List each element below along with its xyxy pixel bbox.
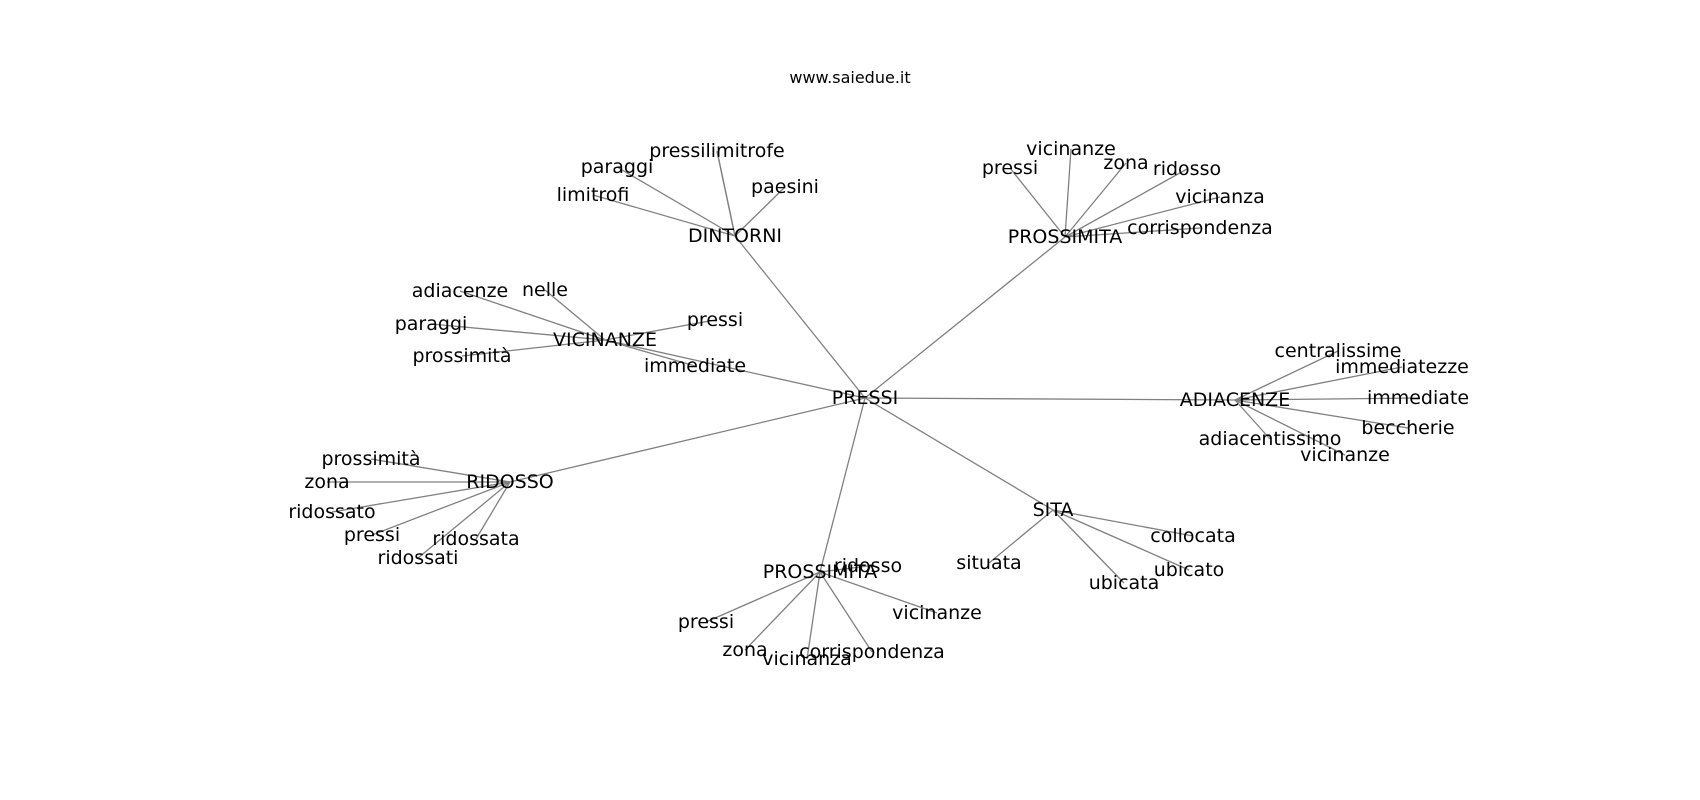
node-label-pt-vicinanze: vicinanze (1026, 138, 1116, 160)
node-label-a-immediatezze: immediatezze (1335, 356, 1469, 378)
graph-edge (864, 397, 1054, 511)
graph-edge (864, 397, 1236, 401)
graph-edge (604, 339, 696, 367)
graph-edge (331, 481, 511, 513)
node-label-s-ubicato: ubicato (1154, 559, 1225, 581)
node-label-r-prossimita: prossimità (321, 448, 420, 470)
node-label-pb-zona: zona (722, 639, 767, 661)
node-label-pb-vicinanze: vicinanze (892, 602, 982, 624)
graph-edges (327, 148, 1419, 660)
node-label-d-paraggi: paraggi (581, 156, 654, 178)
node-label-pt-vicinanza: vicinanza (1175, 186, 1265, 208)
graph-edge (430, 323, 606, 341)
graph-edge (864, 236, 1066, 399)
node-label-prossimita-bottom: PROSSIMITA (763, 561, 877, 583)
graph-node-labels: PRESSI DINTORNI PROSSIMITA VICINANZE ADIACEN… (288, 138, 1469, 670)
graph-edge (604, 339, 866, 399)
node-label-dintorni: DINTORNI (688, 225, 782, 247)
node-label-a-adiacentissimo: adiacentissimo (1199, 428, 1342, 450)
node-label-pt-corrispondenza: corrispondenza (1127, 217, 1273, 239)
site-watermark: www.saiedue.it (789, 68, 910, 87)
node-label-v-prossimita: prossimità (412, 345, 511, 367)
graph-edge (1234, 399, 1271, 440)
node-label-a-immediate: immediate (1367, 387, 1469, 409)
graph-edge (509, 397, 866, 483)
node-label-sita-hub: SITA (1033, 499, 1074, 521)
graph-edge (744, 571, 821, 651)
graph-edge (544, 289, 606, 341)
graph-edge (1064, 196, 1221, 238)
node-label-ridosso-hub: RIDOSSO (466, 471, 553, 493)
graph-edge (988, 509, 1054, 564)
graph-edge (705, 571, 821, 623)
node-label-s-ubicata: ubicata (1089, 572, 1160, 594)
graph-edge (1234, 350, 1339, 401)
node-label-v-pressi: pressi (687, 309, 743, 331)
graph-edge (461, 339, 606, 357)
node-label-pb-ridosso: ridosso (834, 555, 902, 577)
node-label-s-collocata: collocata (1150, 525, 1235, 547)
graph-edge (716, 150, 736, 237)
node-label-pt-zona: zona (1103, 152, 1148, 174)
graph-edge (371, 481, 511, 536)
node-label-r-ridossata: ridossata (432, 528, 519, 550)
graph-edge (616, 166, 736, 237)
node-label-s-situata: situata (956, 552, 1021, 574)
node-label-pb-pressi: pressi (678, 611, 734, 633)
graph-edge (1009, 167, 1066, 238)
graph-edge (1064, 148, 1072, 238)
graph-edge (475, 481, 511, 540)
node-label-pressi-center: PRESSI (832, 387, 898, 409)
graph-edge (1234, 366, 1403, 401)
node-label-v-immediate: immediate (644, 355, 746, 377)
graph-edge (819, 565, 869, 573)
node-label-r-ridossati: ridossati (378, 547, 459, 569)
graph-edge (459, 290, 606, 341)
node-label-pt-ridosso: ridosso (1153, 158, 1221, 180)
node-label-a-vicinanze: vicinanze (1300, 444, 1390, 466)
graph-edge (1052, 509, 1190, 571)
graph-edge (819, 571, 873, 653)
node-label-vicinanze-hub: VICINANZE (553, 329, 657, 351)
node-label-v-nelle: nelle (522, 279, 568, 301)
graph-edge (1234, 399, 1409, 429)
graph-edge (1052, 509, 1194, 537)
node-label-d-paesini: paesini (751, 176, 819, 198)
graph-edge (1234, 397, 1419, 401)
node-label-pt-pressi: pressi (982, 157, 1038, 179)
graph-edge (806, 571, 821, 660)
graph-edge (1064, 162, 1127, 238)
graph-edge (734, 186, 786, 237)
node-label-v-paraggi: paraggi (395, 313, 468, 335)
graph-edge (1064, 227, 1201, 238)
graph-edge (819, 397, 866, 573)
graph-edge (1064, 168, 1188, 238)
graph-edge (734, 235, 866, 399)
graph-edge (819, 571, 938, 614)
graph-edge (370, 458, 511, 483)
graph-edge (1052, 509, 1125, 584)
node-label-a-centralissime: centralissime (1275, 340, 1402, 362)
graph-edge (417, 481, 511, 559)
graph-edge (592, 194, 736, 237)
node-label-r-pressi: pressi (344, 524, 400, 546)
node-label-prossimita-top: PROSSIMITA (1008, 226, 1122, 248)
node-label-d-limitrofi: limitrofi (557, 184, 630, 206)
node-label-v-adiacenze: adiacenze (412, 280, 508, 302)
node-label-pb-vicinanza: vicinanza (762, 648, 852, 670)
graph-edge (1234, 399, 1346, 456)
node-label-r-ridossato: ridossato (288, 501, 375, 523)
node-label-a-beccherie: beccherie (1361, 417, 1454, 439)
node-label-r-zona: zona (304, 471, 349, 493)
node-label-adiacenze-hub: ADIACENZE (1180, 389, 1290, 411)
node-label-d-pressilimitrofe: pressilimitrofe (649, 140, 784, 162)
graph-edge (604, 319, 716, 341)
node-label-pb-corrispondenza: corrispondenza (799, 641, 945, 663)
